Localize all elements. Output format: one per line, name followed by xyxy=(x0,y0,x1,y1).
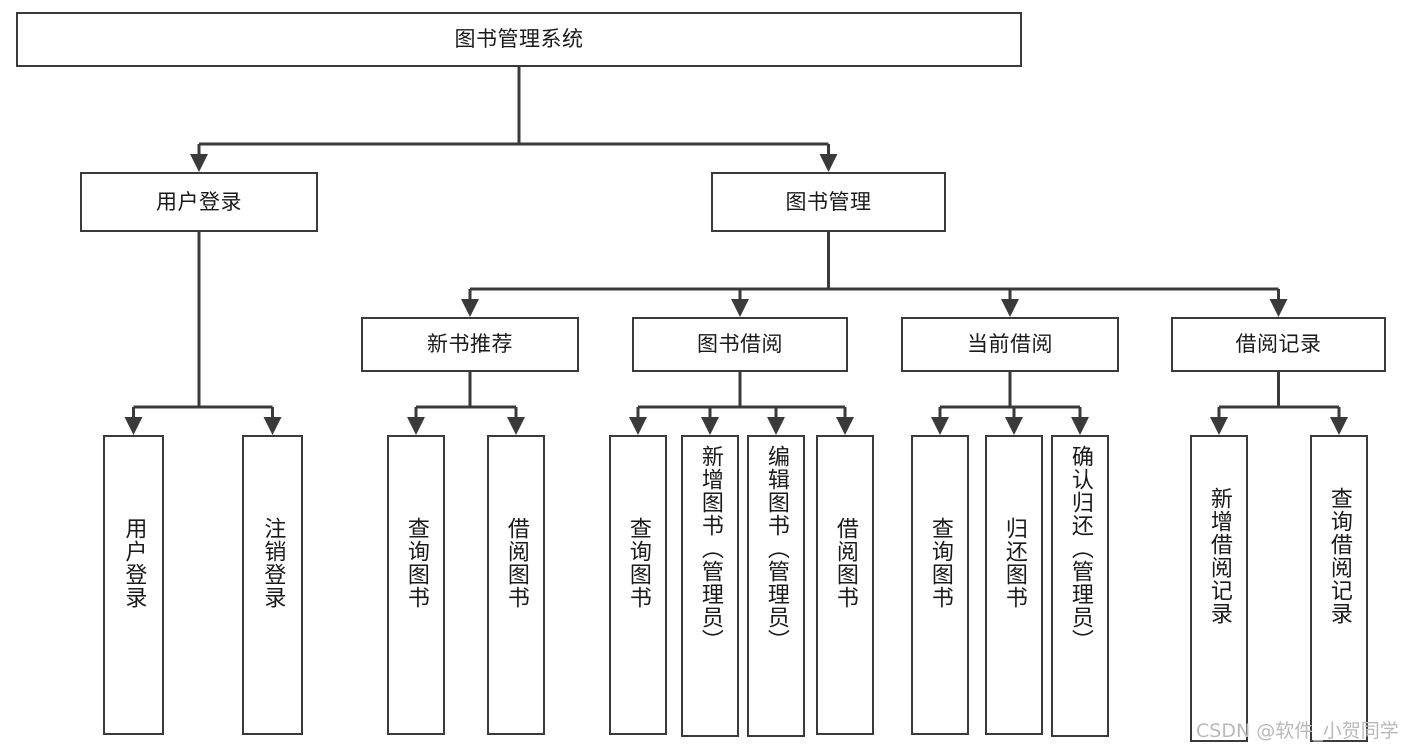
node-label: 查询图书 xyxy=(927,517,953,609)
node-borrow[interactable]: 图书借阅 xyxy=(632,317,848,372)
node-label: 查询图书 xyxy=(403,517,429,609)
node-l10[interactable]: 归还图书 xyxy=(985,435,1043,735)
node-label: 编辑图书（管理员） xyxy=(763,445,789,652)
node-l1[interactable]: 用户登录 xyxy=(103,435,164,735)
node-label: 新书推荐 xyxy=(427,332,513,357)
node-root[interactable]: 图书管理系统 xyxy=(16,12,1022,67)
node-label: 新增图书（管理员） xyxy=(697,445,723,652)
node-label: 新增借阅记录 xyxy=(1206,487,1232,625)
node-label: 注销登录 xyxy=(260,517,286,609)
watermark: CSDN @软件_小贺同学 xyxy=(1196,720,1399,742)
node-newbook[interactable]: 新书推荐 xyxy=(361,317,579,372)
node-record[interactable]: 借阅记录 xyxy=(1171,317,1386,372)
node-l11[interactable]: 确认归还（管理员） xyxy=(1051,435,1109,737)
node-label: 借阅图书 xyxy=(503,517,529,609)
node-l8[interactable]: 借阅图书 xyxy=(816,435,874,735)
node-label: 图书管理 xyxy=(785,189,872,214)
node-l5[interactable]: 查询图书 xyxy=(609,435,667,735)
node-label: 确认归还（管理员） xyxy=(1067,445,1093,652)
node-label: 当前借阅 xyxy=(967,332,1053,357)
node-label: 用户登录 xyxy=(121,517,147,609)
node-label: 用户登录 xyxy=(156,189,242,214)
node-label: 查询借阅记录 xyxy=(1326,487,1352,625)
node-l4[interactable]: 借阅图书 xyxy=(487,435,545,735)
node-l2[interactable]: 注销登录 xyxy=(242,435,303,735)
node-label: 归还图书 xyxy=(1001,517,1027,609)
node-label: 图书借阅 xyxy=(697,332,783,357)
node-label: 查询图书 xyxy=(625,517,651,609)
node-label: 借阅记录 xyxy=(1235,332,1322,357)
node-l9[interactable]: 查询图书 xyxy=(911,435,969,735)
node-login[interactable]: 用户登录 xyxy=(80,172,318,232)
node-label: 图书管理系统 xyxy=(454,27,584,52)
node-label: 借阅图书 xyxy=(832,517,858,609)
node-l3[interactable]: 查询图书 xyxy=(387,435,445,735)
node-l13[interactable]: 查询借阅记录 xyxy=(1310,435,1368,742)
node-l12[interactable]: 新增借阅记录 xyxy=(1190,435,1248,742)
node-current[interactable]: 当前借阅 xyxy=(901,317,1119,372)
node-l6[interactable]: 新增图书（管理员） xyxy=(681,435,739,737)
node-bookmgmt[interactable]: 图书管理 xyxy=(711,172,946,232)
node-l7[interactable]: 编辑图书（管理员） xyxy=(747,435,805,737)
